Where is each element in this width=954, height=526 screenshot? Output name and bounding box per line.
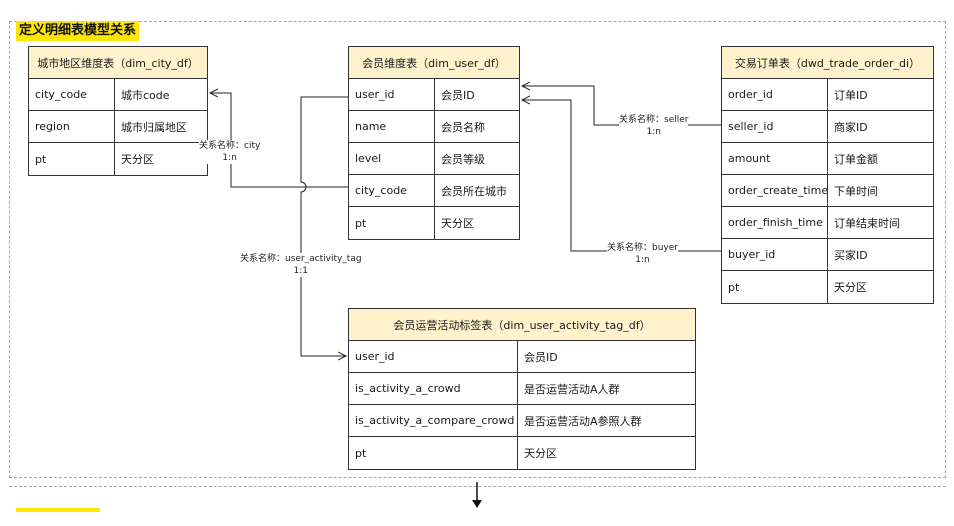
field-desc: 会员名称: [441, 120, 485, 134]
field-desc: 城市code: [121, 88, 170, 102]
table-row[interactable]: is_activity_a_compare_crowd 是否运营活动A参照人群: [349, 405, 695, 437]
field-name: city_code: [29, 79, 115, 110]
relation-label-user-activity-tag: 关系名称：user_activity_tag 1:1: [240, 253, 362, 277]
relation-label-city: 关系名称：city 1:n: [199, 140, 261, 164]
field-desc: 下单时间: [834, 184, 878, 198]
field-name: user_id: [349, 341, 518, 372]
table-header: 交易订单表（dwd_trade_order_di）: [722, 47, 933, 79]
relation-name: 关系名称：seller: [619, 115, 689, 125]
field-name: pt: [349, 207, 435, 239]
table-row[interactable]: pt 天分区: [29, 143, 207, 175]
table-row[interactable]: pt 天分区: [349, 207, 519, 239]
table-row[interactable]: level 会员等级: [349, 143, 519, 175]
field-desc: 会员所在城市: [441, 184, 507, 198]
field-name: is_activity_a_compare_crowd: [349, 405, 518, 436]
relation-name: 关系名称：buyer: [607, 243, 678, 253]
relation-cardinality: 1:1: [293, 266, 309, 276]
table-row[interactable]: pt 天分区: [722, 271, 933, 303]
field-desc: 买家ID: [834, 248, 868, 262]
field-name: amount: [722, 143, 828, 174]
table-row[interactable]: seller_id 商家ID: [722, 111, 933, 143]
field-name: order_create_time: [722, 175, 828, 206]
field-desc: 天分区: [524, 447, 557, 460]
field-desc: 订单金额: [834, 152, 878, 166]
table-dwd-trade-order[interactable]: 交易订单表（dwd_trade_order_di） order_id 订单ID …: [721, 46, 934, 304]
table-row[interactable]: region 城市归属地区: [29, 111, 207, 143]
table-header: 会员运营活动标签表（dim_user_activity_tag_df）: [349, 309, 695, 341]
field-name: is_activity_a_crowd: [349, 373, 518, 404]
field-desc: 商家ID: [834, 120, 868, 134]
table-dim-user[interactable]: 会员维度表（dim_user_df） user_id 会员ID name 会员名…: [348, 46, 520, 240]
field-desc: 天分区: [441, 217, 474, 230]
relation-label-buyer: 关系名称：buyer 1:n: [607, 242, 678, 266]
field-name: level: [349, 143, 435, 174]
table-row[interactable]: pt 天分区: [349, 437, 695, 469]
connector-user-activity-tag: [300, 96, 348, 356]
table-row[interactable]: name 会员名称: [349, 111, 519, 143]
field-desc: 城市归属地区: [121, 120, 187, 134]
relation-label-seller: 关系名称：seller 1:n: [619, 114, 689, 138]
table-dim-city[interactable]: 城市地区维度表（dim_city_df） city_code 城市code re…: [28, 46, 208, 176]
field-name: order_id: [722, 79, 828, 110]
model-frame: [9, 21, 946, 478]
table-row[interactable]: user_id 会员ID: [349, 341, 695, 373]
table-row[interactable]: city_code 城市code: [29, 79, 207, 111]
field-name: order_finish_time: [722, 207, 828, 238]
table-header: 城市地区维度表（dim_city_df）: [29, 47, 207, 79]
next-title-tag: [16, 508, 100, 512]
field-name: pt: [349, 437, 518, 469]
table-row[interactable]: order_finish_time 订单结束时间: [722, 207, 933, 239]
field-name: pt: [722, 271, 828, 303]
relation-cardinality: 1:n: [635, 255, 650, 265]
field-name: user_id: [349, 79, 435, 110]
relation-cardinality: 1:n: [222, 153, 237, 163]
down-arrow-head: [472, 500, 482, 508]
field-desc: 会员ID: [441, 88, 475, 102]
field-name: buyer_id: [722, 239, 828, 270]
field-desc: 是否运营活动A人群: [524, 382, 620, 396]
table-row[interactable]: buyer_id 买家ID: [722, 239, 933, 271]
table-row[interactable]: city_code 会员所在城市: [349, 175, 519, 207]
field-name: name: [349, 111, 435, 142]
field-desc: 订单ID: [834, 88, 868, 102]
field-desc: 天分区: [834, 281, 867, 294]
table-header: 会员维度表（dim_user_df）: [349, 47, 519, 79]
table-dim-user-activity-tag[interactable]: 会员运营活动标签表（dim_user_activity_tag_df） user…: [348, 308, 696, 470]
field-desc: 会员ID: [524, 350, 558, 364]
relation-name: 关系名称：city: [199, 141, 261, 151]
field-name: city_code: [349, 175, 435, 206]
page-title: 定义明细表模型关系: [16, 21, 140, 41]
table-row[interactable]: user_id 会员ID: [349, 79, 519, 111]
table-row[interactable]: order_create_time 下单时间: [722, 175, 933, 207]
field-desc: 天分区: [121, 153, 154, 166]
relation-name: 关系名称：user_activity_tag: [240, 254, 362, 264]
relation-cardinality: 1:n: [646, 127, 661, 137]
field-desc: 是否运营活动A参照人群: [524, 414, 642, 428]
relation-connectors: [0, 0, 721, 508]
field-name: pt: [29, 143, 115, 175]
field-name: region: [29, 111, 115, 142]
field-name: seller_id: [722, 111, 828, 142]
table-row[interactable]: is_activity_a_crowd 是否运营活动A人群: [349, 373, 695, 405]
table-row[interactable]: order_id 订单ID: [722, 79, 933, 111]
field-desc: 会员等级: [441, 152, 485, 166]
table-row[interactable]: amount 订单金额: [722, 143, 933, 175]
field-desc: 订单结束时间: [834, 216, 900, 230]
